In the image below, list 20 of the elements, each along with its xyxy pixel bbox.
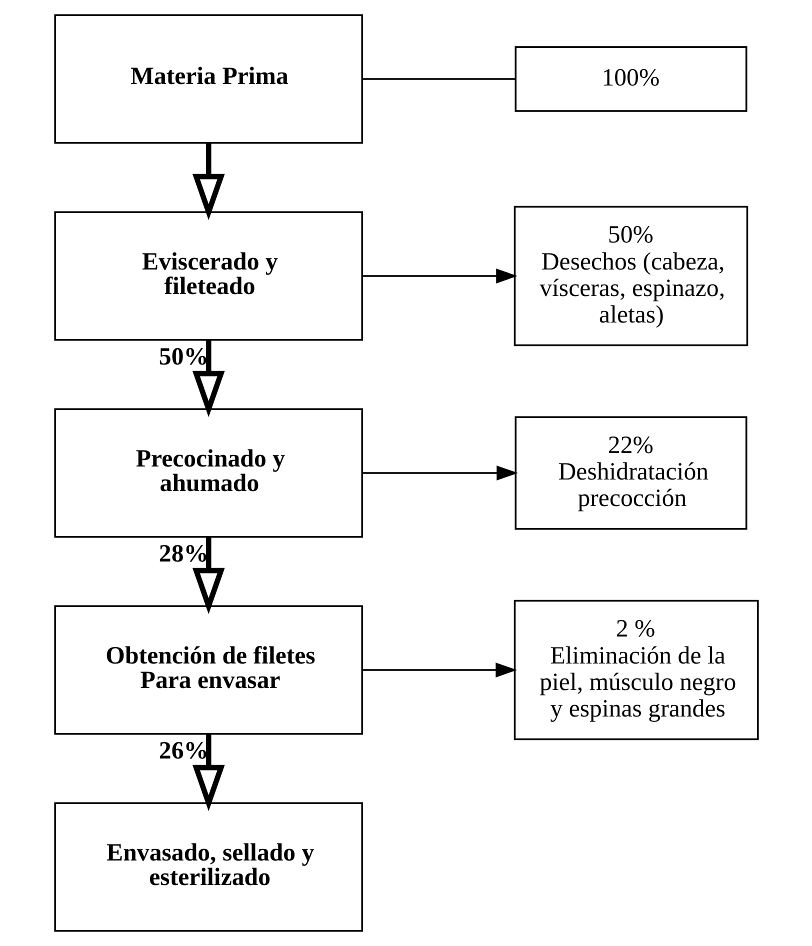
edge-label: 50%	[158, 344, 208, 371]
node-box: Materia Prima	[54, 14, 363, 144]
node-box: Eviscerado y fileteado	[54, 211, 363, 341]
arrow	[192, 537, 224, 614]
arrow	[192, 734, 224, 812]
arrow	[362, 662, 516, 678]
node-box: Precocinado y ahumado	[54, 408, 363, 538]
node-box: Envasado, sellado y esterilizado	[54, 802, 363, 932]
node-box: 22% Deshidratación precocción	[514, 416, 747, 530]
node-box: 50% Desechos (cabeza, vísceras, espinazo, aletas)	[513, 206, 748, 346]
connector	[362, 78, 515, 80]
node-box: Obtención de filetes Para envasar	[54, 605, 363, 735]
arrow	[362, 466, 518, 480]
edge-label: 26%	[158, 738, 208, 765]
edge-label: 28%	[158, 540, 208, 568]
node-box: 100%	[514, 46, 747, 112]
arrow	[192, 340, 224, 418]
node-box: 2 % Eliminación de la piel, músculo negro y espinas grandes	[513, 600, 758, 740]
arrow	[192, 143, 224, 220]
arrow	[362, 268, 517, 284]
